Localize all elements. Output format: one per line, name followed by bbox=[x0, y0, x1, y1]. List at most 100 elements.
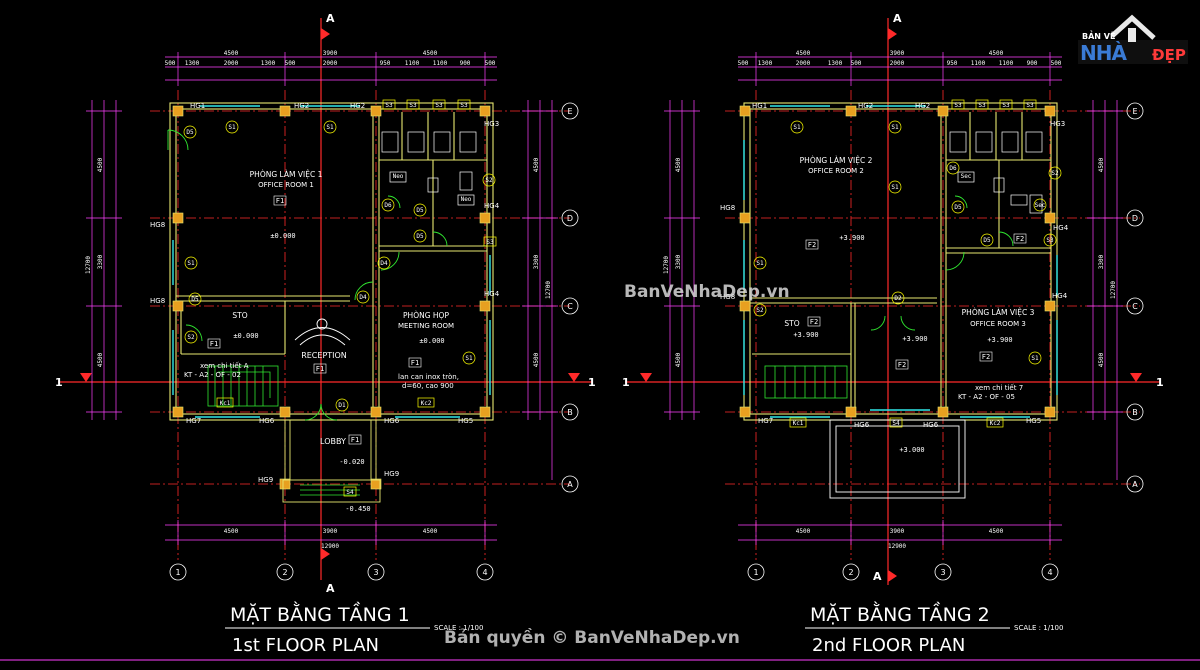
svg-text:S1: S1 bbox=[465, 355, 473, 362]
svg-text:D1: D1 bbox=[338, 402, 346, 409]
axis-bubble: 2 bbox=[282, 568, 287, 577]
svg-text:S4: S4 bbox=[346, 489, 354, 496]
floor-tag: F1 bbox=[276, 197, 284, 205]
svg-text:HG2: HG2 bbox=[858, 102, 873, 110]
logo-text-main: NHÀ bbox=[1080, 41, 1127, 65]
row-bubble: C bbox=[567, 302, 573, 311]
floor-tag: F2 bbox=[808, 241, 816, 249]
svg-text:HG3: HG3 bbox=[484, 120, 499, 128]
svg-text:3300: 3300 bbox=[533, 254, 540, 269]
svg-text:S1: S1 bbox=[793, 124, 801, 131]
svg-text:Kc2: Kc2 bbox=[990, 420, 1001, 427]
row-bubble: B bbox=[567, 408, 573, 417]
section-side-left: 1 bbox=[622, 376, 630, 389]
dim-bottom-3: 4500 bbox=[423, 528, 438, 535]
level-mark: +3.900 bbox=[987, 336, 1012, 344]
svg-text:HG6: HG6 bbox=[854, 421, 870, 429]
svg-text:HG4: HG4 bbox=[484, 290, 500, 298]
row-bubble: E bbox=[1132, 107, 1137, 116]
floor-tag: F1 bbox=[316, 365, 324, 373]
svg-text:Sec: Sec bbox=[1035, 202, 1046, 209]
room-name: PHÒNG LÀM VIỆC 1 bbox=[250, 170, 323, 179]
logo-text-top: BẢN VẼ bbox=[1082, 32, 1116, 41]
svg-text:HG4: HG4 bbox=[484, 202, 500, 210]
section-label-bottom: A bbox=[326, 582, 335, 595]
room-name: STO bbox=[232, 311, 247, 320]
svg-text:S2: S2 bbox=[485, 177, 493, 184]
svg-text:D5: D5 bbox=[416, 207, 424, 214]
note: xem chi tiết A bbox=[200, 362, 249, 370]
house-logo-icon bbox=[1078, 14, 1188, 64]
axis-bubble: 4 bbox=[1047, 568, 1052, 577]
svg-text:4500: 4500 bbox=[97, 352, 104, 367]
level-mark: -0.450 bbox=[345, 505, 370, 513]
svg-text:2000: 2000 bbox=[323, 60, 338, 67]
svg-text:2000: 2000 bbox=[890, 60, 905, 67]
svg-text:D5: D5 bbox=[954, 204, 962, 211]
plan-title-en: 1st FLOOR PLAN bbox=[232, 635, 379, 656]
section-label-bottom: A bbox=[873, 570, 882, 583]
floor-plan-1: A A 1 1 bbox=[55, 12, 596, 656]
section-label-top: A bbox=[326, 12, 335, 25]
room-name: STO bbox=[784, 319, 799, 328]
svg-text:Neo: Neo bbox=[393, 173, 404, 180]
watermark-center: BanVeNhaDep.vn bbox=[624, 282, 790, 302]
axis-bubble: 3 bbox=[940, 568, 945, 577]
row-bubble: D bbox=[1132, 214, 1138, 223]
row-bubble: A bbox=[567, 480, 573, 489]
svg-text:HG5: HG5 bbox=[458, 417, 473, 425]
svg-text:4500: 4500 bbox=[1098, 352, 1105, 367]
svg-text:3300: 3300 bbox=[97, 254, 104, 269]
svg-text:S1: S1 bbox=[891, 124, 899, 131]
svg-text:HG7: HG7 bbox=[758, 417, 773, 425]
svg-text:4500: 4500 bbox=[796, 528, 811, 535]
floor-tag: F1 bbox=[210, 340, 218, 348]
svg-text:2000: 2000 bbox=[796, 60, 811, 67]
svg-text:HG4: HG4 bbox=[1052, 292, 1068, 300]
svg-text:12700: 12700 bbox=[1110, 281, 1117, 299]
svg-text:HG2: HG2 bbox=[350, 102, 365, 110]
svg-text:HG1: HG1 bbox=[190, 102, 205, 110]
plan-title-vn: MẶT BẰNG TẦNG 1 bbox=[230, 600, 410, 626]
room-name: LOBBY bbox=[320, 437, 346, 446]
svg-text:HG6: HG6 bbox=[384, 417, 400, 425]
row-bubble: B bbox=[1132, 408, 1138, 417]
svg-text:1100: 1100 bbox=[971, 60, 986, 67]
dim-bottom-1: 4500 bbox=[224, 528, 239, 535]
floor-tag: F2 bbox=[898, 361, 906, 369]
logo-text-end: ĐẸP bbox=[1152, 46, 1186, 64]
svg-text:Kc2: Kc2 bbox=[421, 400, 432, 407]
axis-bubble: 1 bbox=[175, 568, 180, 577]
svg-text:500: 500 bbox=[738, 60, 749, 67]
level-mark: +3.900 bbox=[839, 234, 864, 242]
svg-text:S2: S2 bbox=[187, 334, 195, 341]
svg-text:HG2: HG2 bbox=[294, 102, 309, 110]
svg-text:HG2: HG2 bbox=[915, 102, 930, 110]
svg-text:D5: D5 bbox=[983, 237, 991, 244]
level-mark: ±0.000 bbox=[270, 232, 295, 240]
axis-bubble: 4 bbox=[482, 568, 487, 577]
svg-text:S1: S1 bbox=[228, 124, 236, 131]
svg-text:12900: 12900 bbox=[888, 543, 906, 550]
room-name-en: OFFICE ROOM 3 bbox=[970, 320, 1026, 328]
room-name-en: MEETING ROOM bbox=[398, 322, 454, 330]
section-side-left: 1 bbox=[55, 376, 63, 389]
svg-text:HG7: HG7 bbox=[186, 417, 201, 425]
room-name-en: OFFICE ROOM 2 bbox=[808, 167, 864, 175]
svg-text:S3: S3 bbox=[435, 102, 443, 109]
watermark-copyright: Bản quyền © BanVeNhaDep.vn bbox=[444, 627, 740, 648]
section-side-right: 1 bbox=[1156, 376, 1164, 389]
floor-tag: F2 bbox=[982, 353, 990, 361]
svg-text:S3: S3 bbox=[954, 102, 962, 109]
svg-text:1300: 1300 bbox=[758, 60, 773, 67]
svg-text:4500: 4500 bbox=[97, 157, 104, 172]
room-name: PHÒNG LÀM VIỆC 2 bbox=[800, 156, 873, 165]
note: KT - A2 - OF - 02 bbox=[184, 371, 241, 379]
svg-text:500: 500 bbox=[485, 60, 496, 67]
svg-text:D5: D5 bbox=[186, 129, 194, 136]
svg-text:4500: 4500 bbox=[675, 157, 682, 172]
note: lan can inox tròn, bbox=[398, 373, 459, 381]
svg-text:S1: S1 bbox=[891, 184, 899, 191]
svg-text:D6: D6 bbox=[949, 165, 957, 172]
svg-text:HG8: HG8 bbox=[150, 221, 165, 229]
